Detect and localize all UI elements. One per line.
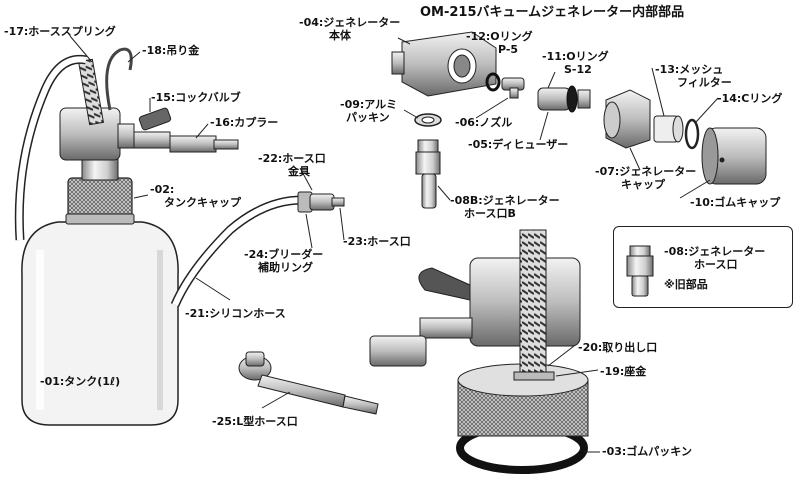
- tank: [21, 221, 179, 426]
- label-hose-port-b: -08B:ジェネレーター ホース口B: [450, 194, 560, 220]
- silicone-hose: [14, 54, 303, 307]
- o-ring-s12: [566, 85, 578, 113]
- label-old-hose-port-line1: -08:ジェネレーター: [664, 245, 766, 258]
- mesh-filter: [653, 115, 684, 143]
- label-tank-cap-line2: タンクキャップ: [164, 196, 241, 209]
- label-hose-port-b-line2: ホース口B: [464, 207, 516, 220]
- label-aluminium-gasket-line2: パッキン: [346, 111, 390, 124]
- label-hose-spring: -17:ホーススプリング: [4, 25, 116, 38]
- label-old-hose-port-line2: ホース口: [694, 258, 738, 271]
- label-outlet: -20:取り出し口: [578, 341, 658, 354]
- label-tank: -01:タンク(1ℓ): [40, 375, 121, 388]
- nozzle: [501, 77, 525, 99]
- label-hose-port-fitting: -22:ホース口 金具: [258, 152, 326, 178]
- old-hose-port: [626, 245, 654, 297]
- assembled-generator: [369, 229, 589, 474]
- label-generator-cap-line2: キャップ: [621, 178, 665, 191]
- leader-lines: [69, 35, 719, 453]
- label-o-ring-p5-line1: -12:Oリング: [466, 30, 533, 43]
- label-tank-cap: -02: タンクキャップ: [150, 183, 241, 209]
- label-mesh-filter-line2: フィルター: [677, 76, 732, 89]
- generator-cap: [603, 89, 651, 149]
- label-tank-cap-line1: -02:: [150, 183, 175, 196]
- label-mesh-filter: -13:メッシュ フィルター: [655, 63, 732, 89]
- diagram-title: OM-215バキュームジェネレーター内部部品: [420, 5, 685, 20]
- label-o-ring-p5: -12:Oリング P-5: [466, 30, 533, 56]
- diffuser: [537, 85, 591, 113]
- label-o-ring-p5-line2: P-5: [498, 43, 519, 56]
- label-rubber-packing: -03:ゴムパッキン: [602, 445, 692, 458]
- label-hose-port: -23:ホース口: [343, 235, 411, 248]
- generator-body: [391, 31, 497, 97]
- tank-generator: [59, 107, 239, 161]
- label-generator-cap-line1: -07:ジェネレーター: [595, 165, 697, 178]
- label-old-hose-port: -08:ジェネレーター ホース口: [664, 245, 765, 271]
- hanger-hook: [105, 47, 133, 111]
- label-o-ring-s12: -11:Oリング S-12: [542, 50, 609, 76]
- label-o-ring-s12-line1: -11:Oリング: [542, 50, 609, 63]
- c-ring: [684, 118, 700, 150]
- label-nozzle: -06:ノズル: [455, 116, 513, 129]
- label-aluminium-gasket-line1: -09:アルミ: [340, 98, 398, 111]
- rubber-cap: [701, 127, 767, 185]
- label-l-type-hose-port: -25:L型ホース口: [212, 415, 298, 428]
- label-bleeder-ring-line1: -24:ブリーダー: [244, 248, 324, 261]
- generator-hose-port-b: [415, 139, 441, 209]
- aluminium-gasket-hole: [421, 116, 435, 124]
- o-ring-p5: [485, 72, 501, 92]
- label-rubber-cap: -10:ゴムキャップ: [690, 196, 781, 209]
- label-generator-body-line1: -04:ジェネレーター: [299, 16, 401, 29]
- label-coupler: -16:カプラー: [210, 116, 279, 129]
- label-mesh-filter-line1: -13:メッシュ: [655, 63, 724, 76]
- label-bleeder-ring-line2: 補助リング: [258, 261, 313, 274]
- label-cock-valve: -15:コックバルブ: [151, 91, 241, 104]
- label-washer: -19:座金: [600, 365, 647, 378]
- tank-cap: [65, 157, 135, 225]
- label-hose-port-b-line1: -08B:ジェネレーター: [450, 194, 560, 207]
- label-c-ring: -14:Cリング: [717, 92, 783, 105]
- label-generator-body-line2: 本体: [329, 29, 351, 42]
- bleeder-fitting: [297, 191, 345, 213]
- label-bleeder-ring: -24:ブリーダー 補助リング: [244, 248, 323, 274]
- label-hanger: -18:吊り金: [142, 44, 200, 57]
- l-type-hose-port: [238, 351, 379, 415]
- label-generator-body: -04:ジェネレーター 本体: [299, 16, 400, 42]
- label-o-ring-s12-line2: S-12: [564, 63, 592, 76]
- label-silicone-hose: -21:シリコンホース: [185, 307, 286, 320]
- label-generator-cap: -07:ジェネレーター キャップ: [595, 165, 696, 191]
- label-hose-port-fitting-line1: -22:ホース口: [258, 152, 326, 165]
- label-diffuser: -05:ディヒューザー: [468, 138, 569, 151]
- label-aluminium-gasket: -09:アルミ パッキン: [340, 98, 397, 124]
- label-old-part-note: ※旧部品: [664, 278, 708, 291]
- label-hose-port-fitting-line2: 金具: [288, 165, 310, 178]
